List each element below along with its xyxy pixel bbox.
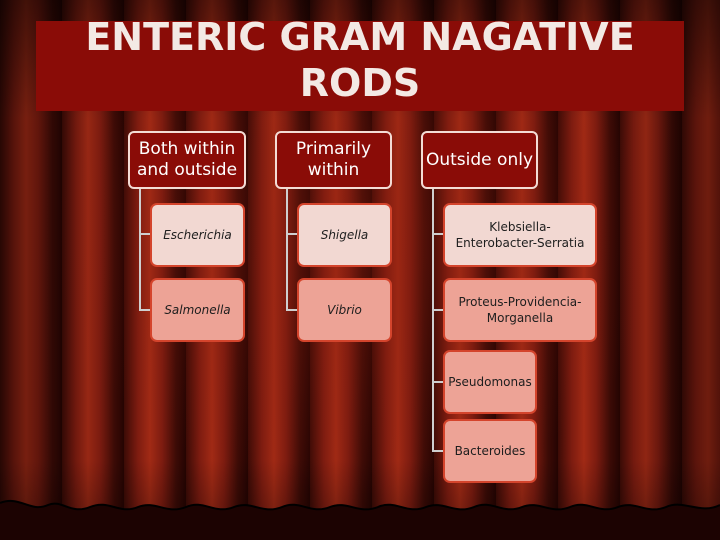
genus-box-klebsiella-enterobacter-serratia: Klebsiella-Enterobacter-Serratia — [443, 203, 597, 267]
connector-trunk-col3 — [432, 189, 434, 451]
connector-branch — [286, 309, 298, 311]
connector-branch — [432, 450, 444, 452]
connector-trunk-col1 — [139, 189, 141, 311]
column-heading-outside-only: Outside only — [421, 131, 538, 189]
genus-box-escherichia: Escherichia — [150, 203, 245, 267]
connector-branch — [139, 233, 151, 235]
connector-trunk-col2 — [286, 189, 288, 311]
column-heading-primarily-within: Primarily within — [275, 131, 392, 189]
connector-branch — [286, 233, 298, 235]
curtain-hem — [0, 500, 720, 540]
connector-branch — [432, 309, 444, 311]
genus-box-salmonella: Salmonella — [150, 278, 245, 342]
slide-title: ENTERIC GRAM NAGATIVE RODS — [85, 15, 635, 105]
genus-box-pseudomonas: Pseudomonas — [443, 350, 537, 414]
column-heading-both: Both within and outside — [128, 131, 246, 189]
genus-box-bacteroides: Bacteroides — [443, 419, 537, 483]
connector-branch — [139, 309, 151, 311]
genus-box-shigella: Shigella — [297, 203, 392, 267]
genus-box-proteus-providencia-morganella: Proteus-Providencia-Morganella — [443, 278, 597, 342]
genus-box-vibrio: Vibrio — [297, 278, 392, 342]
connector-branch — [432, 233, 444, 235]
title-band — [36, 21, 684, 111]
connector-branch — [432, 381, 444, 383]
